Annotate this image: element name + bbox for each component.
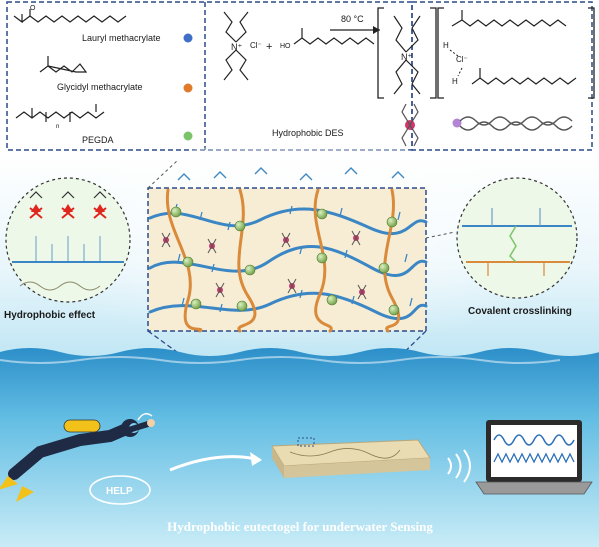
fatty-acid-hydroxyl-label: HO <box>280 43 291 50</box>
tbac-ammonium-label: N⁺ <box>231 42 242 52</box>
lauryl-methacrylate-label: Lauryl methacrylate <box>82 33 161 43</box>
embedded-des <box>161 230 367 300</box>
pegda-subscript: n <box>56 124 59 130</box>
des-ammonium-structure <box>393 15 421 95</box>
des-cl-label: Cl⁻ <box>456 55 468 64</box>
help-label: HELP <box>106 486 133 497</box>
des-h2-label: H <box>452 77 458 86</box>
crosslink-detail <box>462 208 572 276</box>
fatty-acid-structure <box>293 28 375 45</box>
help-oval <box>89 475 151 505</box>
wireless-signal-icon <box>447 449 471 483</box>
pegda-dot-icon <box>183 131 193 141</box>
fatty-acid-icon <box>452 116 573 131</box>
des-product-frame <box>411 1 593 151</box>
tbac-chloride-label: Cl⁻ <box>250 41 262 50</box>
repelled-water-icons <box>29 191 107 219</box>
bottom-title: Hydrophobic eutectogel for underwater Se… <box>167 519 433 534</box>
des-molecule-icon <box>401 103 419 147</box>
crosslink-nodes <box>170 206 400 316</box>
des-h1-label: H <box>443 41 449 50</box>
hydrophobic-effect-label: Hydrophobic effect <box>4 310 96 321</box>
des-acid-chains <box>451 10 577 85</box>
water-molecules <box>177 167 405 181</box>
hydrophobic-des-title: Hydrophobic DES <box>272 128 344 138</box>
glycidyl-methacrylate-structure <box>39 56 88 73</box>
lauryl-dot-icon <box>183 33 193 43</box>
lauryl-oxygen-label: O <box>30 5 36 12</box>
reaction-temperature: 80 °C <box>341 14 364 24</box>
pegda-label: PEGDA <box>82 135 114 145</box>
polymer-chains <box>148 188 428 333</box>
covalent-crosslinking-circle <box>456 177 578 299</box>
eutectogel-sample <box>271 437 431 478</box>
glycidyl-dot-icon <box>183 83 193 93</box>
lauryl-methacrylate-structure <box>13 9 127 24</box>
glycidyl-methacrylate-label: Glycidyl methacrylate <box>57 82 143 92</box>
laptop-monitor-icon <box>475 420 593 495</box>
des-ammonium-label: N⁺ <box>401 52 412 62</box>
plus-sign: + <box>266 41 272 53</box>
covalent-crosslinking-label: Covalent crosslinking <box>468 306 572 317</box>
diver-icon <box>0 413 155 502</box>
tbac-structure <box>223 11 249 81</box>
hydrophobic-chains <box>12 236 124 291</box>
des-bracket <box>377 7 595 99</box>
pegda-structure <box>15 104 105 122</box>
